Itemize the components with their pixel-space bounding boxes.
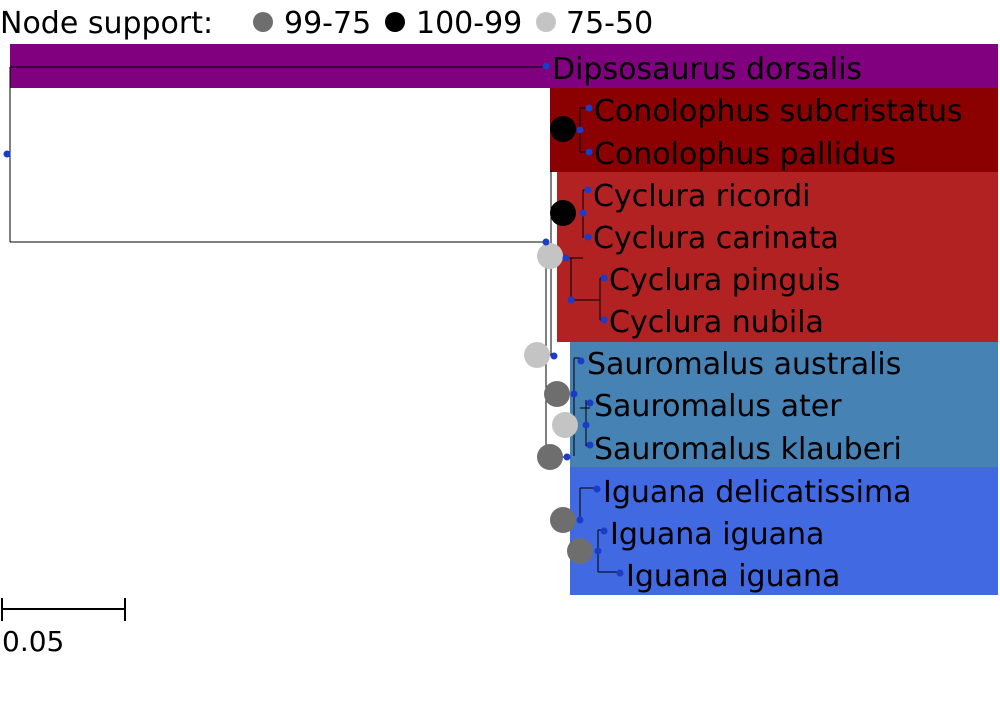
node-dot [576,126,584,134]
support-circle-iguana-inner [567,538,593,564]
legend-label-100-99: 100-99 [416,6,522,41]
clade-box-iguana [570,467,998,595]
legend-dot-100-99 [385,12,405,32]
node-dot [584,186,592,194]
scale-bar: 0.05 [1,598,126,658]
node-dot [585,104,593,112]
node-dot [563,453,571,461]
legend: Node support: 99-75 100-99 75-50 [0,6,653,41]
node-dot [594,547,602,555]
support-circle-sauromalus [544,381,570,407]
tip-labels: Dipsosaurus dorsalis Conolophus subcrist… [552,52,963,594]
node-dot [593,485,601,493]
tip-label: Cyclura nubila [609,305,824,340]
tip-label: Iguana iguana [626,559,840,594]
node-dot [616,569,624,577]
node-dot [542,238,550,246]
tip-label: Cyclura carinata [593,221,839,256]
scale-bar-line [1,598,126,621]
node-dot [577,357,585,365]
legend-dot-99-75 [253,12,273,32]
clade-box-dipsosaurus [10,44,998,88]
node-dot [600,274,608,282]
clade-boxes [10,44,998,595]
support-circle-conolophus-cyclura [537,243,563,269]
node-dot [562,254,570,262]
tip-label: Sauromalus australis [587,347,901,382]
support-circles [524,116,593,564]
tip-label: Cyclura pinguis [609,263,840,298]
tip-label: Conolophus pallidus [594,137,896,172]
tip-label: Sauromalus klauberi [594,432,902,467]
support-circle-ingroup-b [537,444,563,470]
node-dot [582,421,590,429]
node-dot [584,233,592,241]
tip-label: Dipsosaurus dorsalis [552,52,862,87]
support-circle-sauromalus-inner [552,412,578,438]
tip-label: Iguana iguana [610,517,824,552]
node-dot [570,390,578,398]
support-circle-ingroup-a [524,342,550,368]
node-dots [3,62,624,577]
legend-label-75-50: 75-50 [566,6,653,41]
node-dot [3,150,11,158]
node-dot [586,441,594,449]
node-dot [542,62,550,70]
node-dot [600,527,608,535]
tip-label: Sauromalus ater [594,389,842,424]
legend-title: Node support: [0,6,213,41]
support-circle-cyclura [550,200,576,226]
node-dot [600,316,608,324]
clade-box-cyclura [557,172,998,342]
clade-box-sauromalus [570,342,998,467]
support-circle-iguana [550,507,576,533]
node-dot [576,516,584,524]
legend-dot-75-50 [536,12,556,32]
tip-label: Iguana delicatissima [603,475,912,510]
tip-label: Conolophus subcristatus [594,94,963,129]
node-dot [550,352,558,360]
node-dot [586,399,594,407]
tree-branches [9,66,620,573]
tip-label: Cyclura ricordi [593,179,811,214]
node-dot [579,209,587,217]
legend-label-99-75: 99-75 [284,6,371,41]
support-circle-conolophus [550,116,576,142]
node-dot [567,296,575,304]
scale-bar-label: 0.05 [2,625,64,658]
node-dot [585,148,593,156]
clade-box-conolophus [550,88,998,172]
